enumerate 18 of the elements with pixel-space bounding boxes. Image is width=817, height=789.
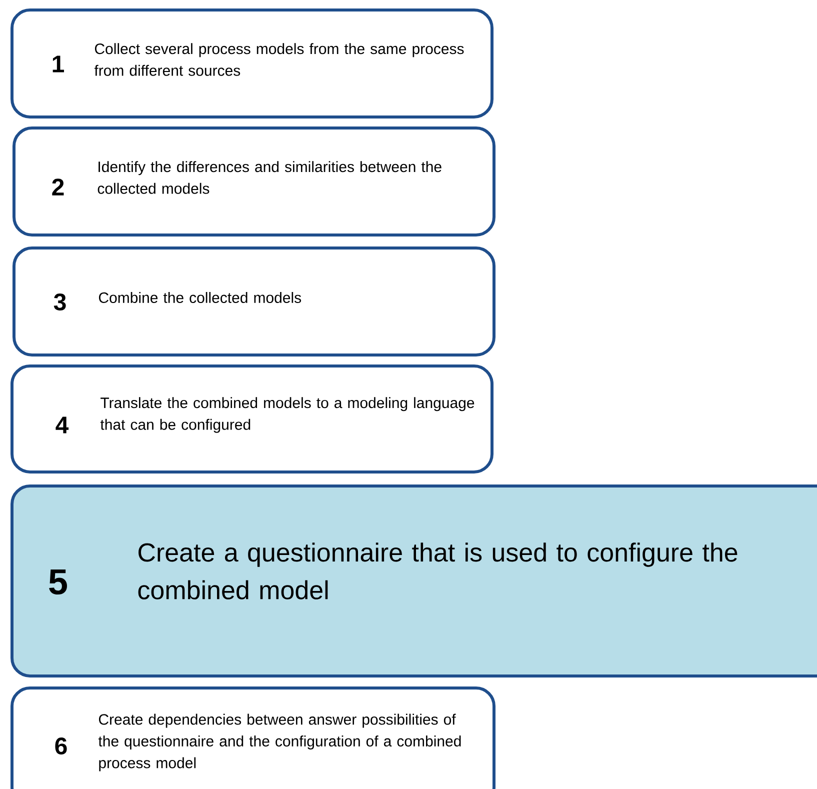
step-box <box>10 8 494 118</box>
step-box <box>10 686 496 789</box>
step-text: Create a questionnaire that is used to configure the combined model <box>138 542 738 600</box>
step-number: 6 <box>55 738 67 754</box>
step-number: 5 <box>49 569 67 595</box>
step-box <box>10 364 494 474</box>
step-box <box>10 484 817 678</box>
step-number: 1 <box>52 56 64 72</box>
step-text: Create dependencies between answer possibilities of the questionnaire and the configuration of a combined process model <box>98 714 461 772</box>
step-number: 3 <box>54 294 66 310</box>
step-text: Collect several process models from the same process from different sources <box>94 43 464 76</box>
step-text: Combine the collected models <box>98 292 302 303</box>
step-box <box>12 126 496 236</box>
step-text: Translate the combined models to a modeling language that can be configured <box>100 397 474 433</box>
step-box <box>12 246 496 356</box>
step-number: 2 <box>52 178 64 196</box>
step-number: 4 <box>56 416 69 434</box>
step-text: Identify the differences and similarities between the collected models <box>98 161 442 194</box>
